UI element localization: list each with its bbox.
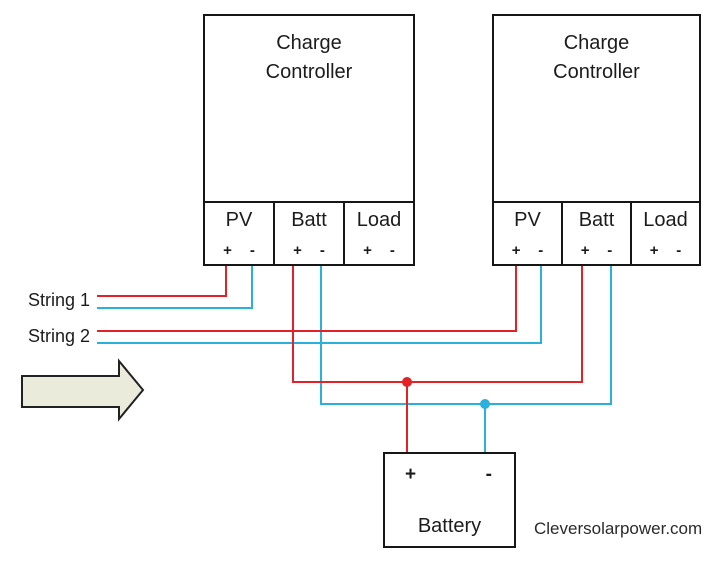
plus-terminal: + <box>580 242 590 259</box>
section-label: Load <box>356 208 402 231</box>
wire-string1-negative <box>97 266 253 309</box>
terminal-section-load: Load + - <box>343 203 413 264</box>
controller-title: Charge Controller <box>265 32 353 83</box>
terminal-signs: + - <box>563 237 630 264</box>
section-label: PV <box>225 208 253 231</box>
minus-terminal: - <box>319 242 325 259</box>
terminal-signs: + - <box>205 237 273 264</box>
wire-string2-positive <box>97 266 517 332</box>
minus-terminal: - <box>538 242 544 259</box>
string1-label: String 1 <box>28 290 91 310</box>
string2-label: String 2 <box>28 326 91 346</box>
minus-terminal: - <box>676 242 682 259</box>
wire-battery-bus-positive <box>292 266 583 383</box>
minus-terminal: - <box>607 242 613 259</box>
section-label: PV <box>514 208 541 231</box>
junction-dot-negative <box>480 399 490 409</box>
charge-controller-2: Charge Controller PV + - Batt + - Load + <box>492 14 701 266</box>
section-label: Load <box>643 208 688 231</box>
plus-terminal: + <box>293 242 302 259</box>
terminal-signs: + - <box>494 237 561 264</box>
watermark-text: Cleversolarpower.com <box>534 519 703 538</box>
battery-minus-terminal: - <box>485 464 492 485</box>
battery-plus-terminal: + <box>405 464 417 485</box>
battery-box: + - Battery <box>383 452 516 548</box>
section-label: Batt <box>578 208 615 231</box>
terminal-block: PV + - Batt + - Load + - <box>494 201 699 264</box>
section-label: Batt <box>291 208 327 231</box>
terminal-section-pv: PV + - <box>205 203 273 264</box>
battery-terminals: + - <box>385 454 514 486</box>
plus-terminal: + <box>223 242 232 259</box>
minus-terminal: - <box>389 242 395 259</box>
wire-battery-bus-negative <box>320 266 612 405</box>
plus-terminal: + <box>363 242 372 259</box>
terminal-section-pv: PV + - <box>494 203 561 264</box>
terminal-section-batt: Batt + - <box>561 203 630 264</box>
terminal-block: PV + - Batt + - Load + - <box>205 201 413 264</box>
terminal-section-load: Load + - <box>630 203 699 264</box>
controller-title: Charge Controller <box>553 32 640 83</box>
terminal-signs: + - <box>275 237 343 264</box>
minus-terminal: - <box>249 242 255 259</box>
junction-dot-positive <box>402 377 412 387</box>
plus-terminal: + <box>511 242 521 259</box>
right-arrow-icon <box>21 358 145 422</box>
plus-terminal: + <box>649 242 659 259</box>
charge-controller-1: Charge Controller PV + - Batt + - Load + <box>203 14 415 266</box>
terminal-signs: + - <box>345 237 413 264</box>
terminal-signs: + - <box>632 237 699 264</box>
wire-string2-negative <box>97 266 542 344</box>
battery-label: Battery <box>417 515 482 537</box>
terminal-section-batt: Batt + - <box>273 203 343 264</box>
wire-string1-positive <box>97 266 227 297</box>
